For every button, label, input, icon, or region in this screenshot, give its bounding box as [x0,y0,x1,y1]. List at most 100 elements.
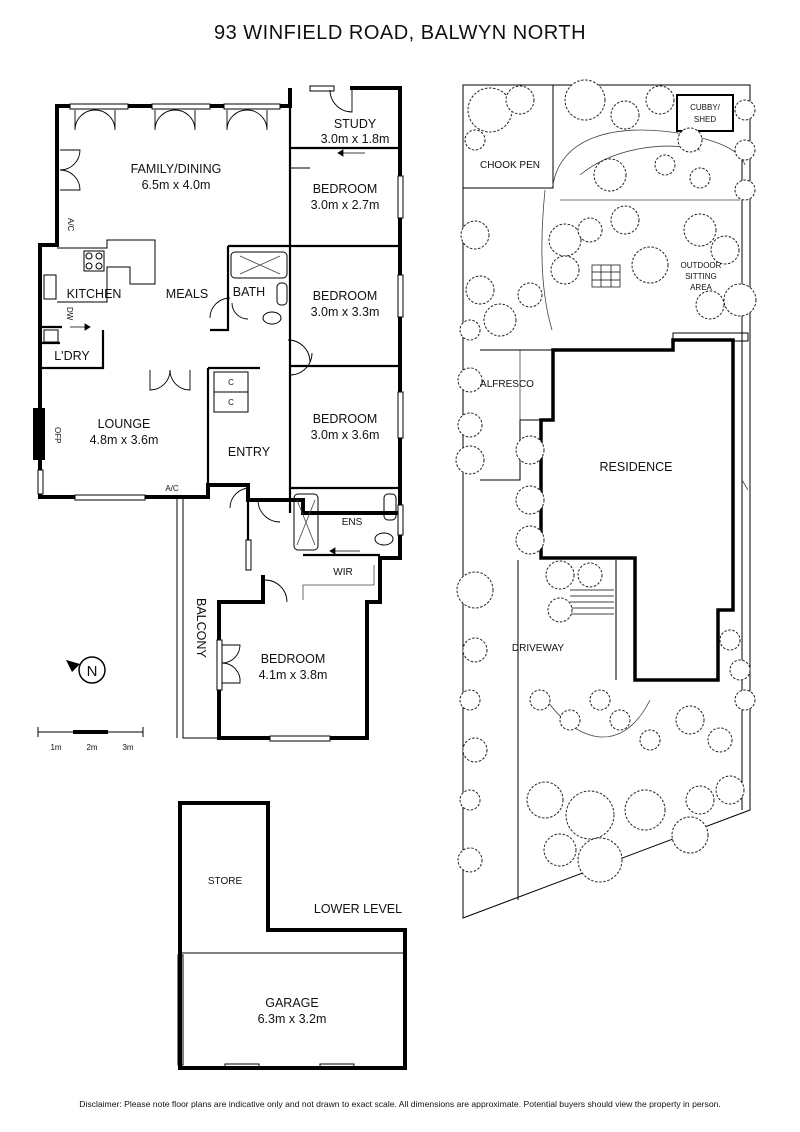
laundry-tub-icon [43,329,59,343]
tree-icon [577,562,603,588]
site-label-area: AREA [690,283,712,292]
room-name-garage: GARAGE [265,996,319,1010]
tree-icon [455,445,485,475]
tree-icon [526,781,564,819]
room-name-laundry: L'DRY [54,349,90,363]
sliding-door-arrows [70,149,365,555]
tree-icon [707,727,733,753]
room-name-store: STORE [208,876,243,887]
driveway-outline [517,560,617,900]
lower-level-wall [178,801,407,1070]
tree-icon [715,775,745,805]
door-swings [59,89,353,684]
tree-icon [685,785,715,815]
garden-path [541,189,553,331]
tree-icon [639,729,661,751]
bathtub-icon [230,251,288,279]
room-size-family-dining: 6.5m x 4.0m [142,178,211,192]
tree-icon [543,833,577,867]
scale-label: 3m [122,743,133,752]
tree-icon [547,597,573,623]
room-name-family-dining: FAMILY/DINING [131,162,222,176]
tree-icon [550,255,580,285]
cubby-shed-outline [676,94,734,132]
room-name-bedroom: BEDROOM [313,412,378,426]
exterior-wall-east-lower [217,513,402,740]
tree-icon [467,87,513,133]
tree-icon [465,275,495,305]
ensuite-basin-icon [383,493,397,521]
room-size-bedroom: 3.0m x 3.6m [311,428,380,442]
room-name-bedroom: BEDROOM [313,289,378,303]
tree-icon [456,571,494,609]
gate [741,479,749,491]
fireplace-label: OFP [53,427,62,443]
tree-icon [460,220,490,250]
tree-icon [610,205,640,235]
tree-icon [457,367,483,393]
tree-icon [671,816,709,854]
tree-icon [483,303,517,337]
room-name-wir: WIR [333,567,352,578]
toilet-icon [262,311,282,325]
tree-icon [464,129,486,151]
garden-steps [570,589,614,615]
fireplace-icon [33,408,45,460]
kitchen-sink-icon [43,274,57,300]
bathtub-cross [239,255,281,275]
dishwasher-label: DW [65,307,74,321]
tree-icon [459,319,481,341]
tree-icon [577,217,603,243]
scale-label: 1m [50,743,61,752]
tree-icon [564,79,606,121]
room-size-study: 3.0m x 1.8m [321,132,390,146]
tree-icon [515,485,545,515]
tree-icon [459,689,481,711]
tree-icon [734,139,756,161]
room-name-bath: BATH [233,285,265,299]
cooktop-burner-icon [95,252,103,260]
cooktop-icon [83,250,105,272]
tree-icon [545,560,575,590]
tree-icon [677,127,703,153]
cooktop-burner-icon [85,262,93,270]
site-label-sitting: SITTING [685,272,717,281]
room-name-bedroom: BEDROOM [261,652,326,666]
site-label-residence: RESIDENCE [600,460,673,474]
disclaimer-text: Disclaimer: Please note floor plans are … [79,1099,721,1109]
cupboard [213,391,249,413]
compass-north-letter: N [87,663,98,680]
ensuite-toilet-icon [374,532,394,546]
tree-icon [589,689,611,711]
balcony-outline [182,498,219,739]
tree-icon [462,737,488,763]
cupboard-label: C [228,398,234,407]
room-name-balcony: BALCONY [194,598,208,658]
room-size-garage: 6.3m x 3.2m [258,1012,327,1026]
cupboard-label: C [228,378,234,387]
residence-outline [539,338,735,682]
tree-icon [548,223,582,257]
room-size-bedroom: 3.0m x 3.3m [311,305,380,319]
ensuite-bath-cross [296,499,316,546]
tree-icon [675,705,705,735]
room-name-entry: ENTRY [228,445,271,459]
room-name-meals: MEALS [166,287,208,301]
tree-icon [729,659,751,681]
site-label-cubby: CUBBY/ [690,103,721,112]
tree-icon [734,179,756,201]
tree-icon [695,290,725,320]
cooktop-burner-icon [95,262,103,270]
ac-unit-label: A/C [165,484,179,493]
alfresco-outline [480,349,554,481]
tree-icon [517,282,543,308]
tree-icon [529,689,551,711]
tree-icon [654,154,676,176]
tree-icon [710,235,740,265]
site-label-shed: SHED [694,115,716,124]
tree-icon [462,637,488,663]
site-plan: CHOOK PEN CUBBY/ SHED OUTDOOR SITTING AR… [455,79,757,919]
ensuite-bath-icon [293,493,319,551]
tree-icon [689,167,711,189]
